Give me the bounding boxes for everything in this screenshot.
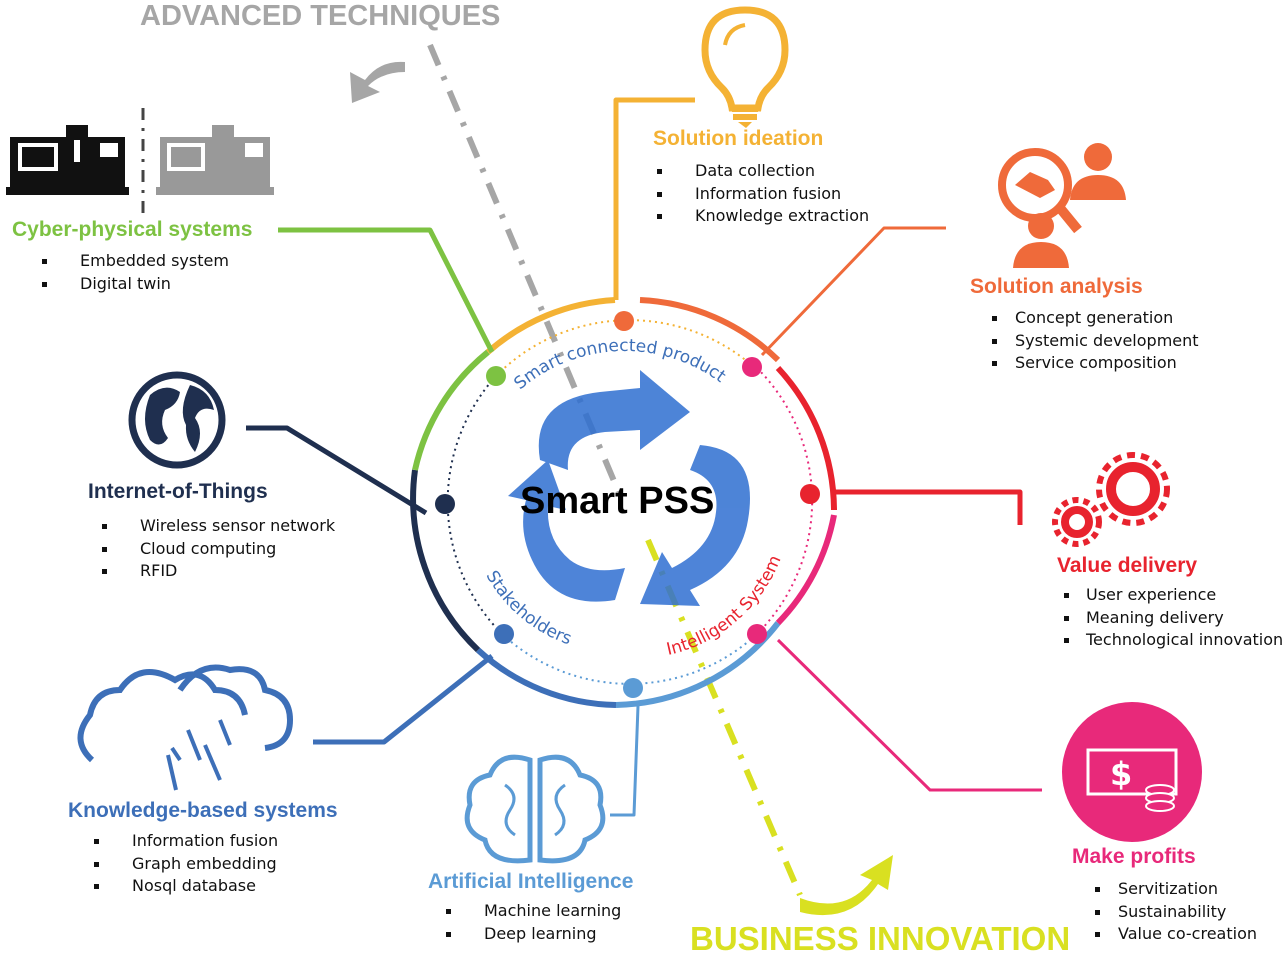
banner-advanced-techniques: ADVANCED TECHNIQUES <box>140 0 501 32</box>
list-item: Knowledge extraction <box>655 205 869 228</box>
list-item: Machine learning <box>444 900 621 923</box>
gears-icon <box>1052 452 1170 547</box>
node-list-iot: Wireless sensor network Cloud computing … <box>100 515 335 583</box>
brain-circuit-icon <box>464 754 606 864</box>
lightbulb-icon <box>701 6 789 128</box>
ring-dot-red <box>800 484 820 504</box>
node-title-ideation: Solution ideation <box>653 127 824 150</box>
list-item: Information fusion <box>655 183 869 206</box>
node-title-profits: Make profits <box>1072 845 1196 868</box>
list-item: Wireless sensor network <box>100 515 335 538</box>
node-list-cps: Embedded system Digital twin <box>40 250 229 295</box>
list-item: Cloud computing <box>100 538 335 561</box>
node-title-cps: Cyber-physical systems <box>12 218 253 241</box>
ring-dot-navy <box>435 494 455 514</box>
ring-dot-lightblue <box>623 678 643 698</box>
connector-value <box>834 489 1023 525</box>
node-title-value: Value delivery <box>1057 554 1198 577</box>
list-item: Service composition <box>990 352 1199 375</box>
cnc-machine-icon <box>6 108 274 215</box>
list-item: Sustainability <box>1093 901 1257 924</box>
connector-analysis <box>760 226 946 357</box>
ring-segment-value <box>775 365 837 511</box>
list-item: Data collection <box>655 160 869 183</box>
handshake-people-icon <box>998 143 1126 268</box>
ring-segment-profits <box>775 514 837 626</box>
connector-kbs <box>313 654 494 745</box>
node-title-iot: Internet-of-Things <box>88 480 268 503</box>
node-list-kbs: Information fusion Graph embedding Nosql… <box>92 830 278 898</box>
ring-segment-iot <box>410 469 481 653</box>
list-item: Servitization <box>1093 878 1257 901</box>
cycle-arrows-icon <box>508 370 750 606</box>
node-title-kbs: Knowledge-based systems <box>68 799 338 822</box>
ring-dot-green <box>486 366 506 386</box>
inner-ring-bottom <box>501 633 758 685</box>
ring-dot-pink <box>742 357 762 377</box>
connector-ai <box>610 705 640 817</box>
node-list-profits: Servitization Sustainability Value co-cr… <box>1093 878 1257 946</box>
ring-label-product: Smart connected product <box>510 336 729 394</box>
center-title: Smart PSS <box>520 480 715 522</box>
list-item: Digital twin <box>40 273 229 296</box>
ring-dot-magenta <box>747 624 767 644</box>
globe-icon <box>128 371 226 469</box>
node-list-ideation: Data collection Information fusion Knowl… <box>655 160 869 228</box>
connector-cps <box>278 227 495 354</box>
svg-text:$: $ <box>1110 755 1132 793</box>
connector-ideation <box>613 97 695 300</box>
node-list-value: User experience Meaning delivery Technol… <box>1062 584 1283 652</box>
inner-ring-right <box>756 367 814 635</box>
ring-segment-kbs <box>475 647 617 708</box>
ring-dot-blue <box>494 624 514 644</box>
ring-segment-ideation <box>486 297 616 355</box>
ring-segment-analysis <box>639 297 781 363</box>
list-item: Information fusion <box>92 830 278 853</box>
list-item: Concept generation <box>990 307 1199 330</box>
list-item: Deep learning <box>444 923 621 946</box>
list-item: Technological innovation <box>1062 629 1283 652</box>
list-item: Embedded system <box>40 250 229 273</box>
connector-iot <box>246 425 428 516</box>
advanced-techniques-arrow <box>350 61 405 103</box>
list-item: Value co-creation <box>1093 923 1257 946</box>
business-innovation-arrow <box>800 855 893 916</box>
node-title-ai: Artificial Intelligence <box>428 870 634 893</box>
ring-dot-orange <box>614 311 634 331</box>
list-item: Nosql database <box>92 875 278 898</box>
connector-profits <box>776 638 1042 792</box>
node-title-analysis: Solution analysis <box>970 275 1143 298</box>
cloud-icon <box>77 664 294 791</box>
list-item: User experience <box>1062 584 1283 607</box>
ring-segment-cps <box>412 349 490 471</box>
banner-business-innovation: BUSINESS INNOVATION <box>690 920 1071 957</box>
list-item: Meaning delivery <box>1062 607 1283 630</box>
list-item: Graph embedding <box>92 853 278 876</box>
list-item: RFID <box>100 560 335 583</box>
list-item: Systemic development <box>990 330 1199 353</box>
node-list-ai: Machine learning Deep learning <box>444 900 621 945</box>
svg-text:Smart connected product: Smart connected product <box>510 336 729 394</box>
node-list-analysis: Concept generation Systemic development … <box>990 307 1199 375</box>
money-icon: $ <box>1062 702 1202 842</box>
